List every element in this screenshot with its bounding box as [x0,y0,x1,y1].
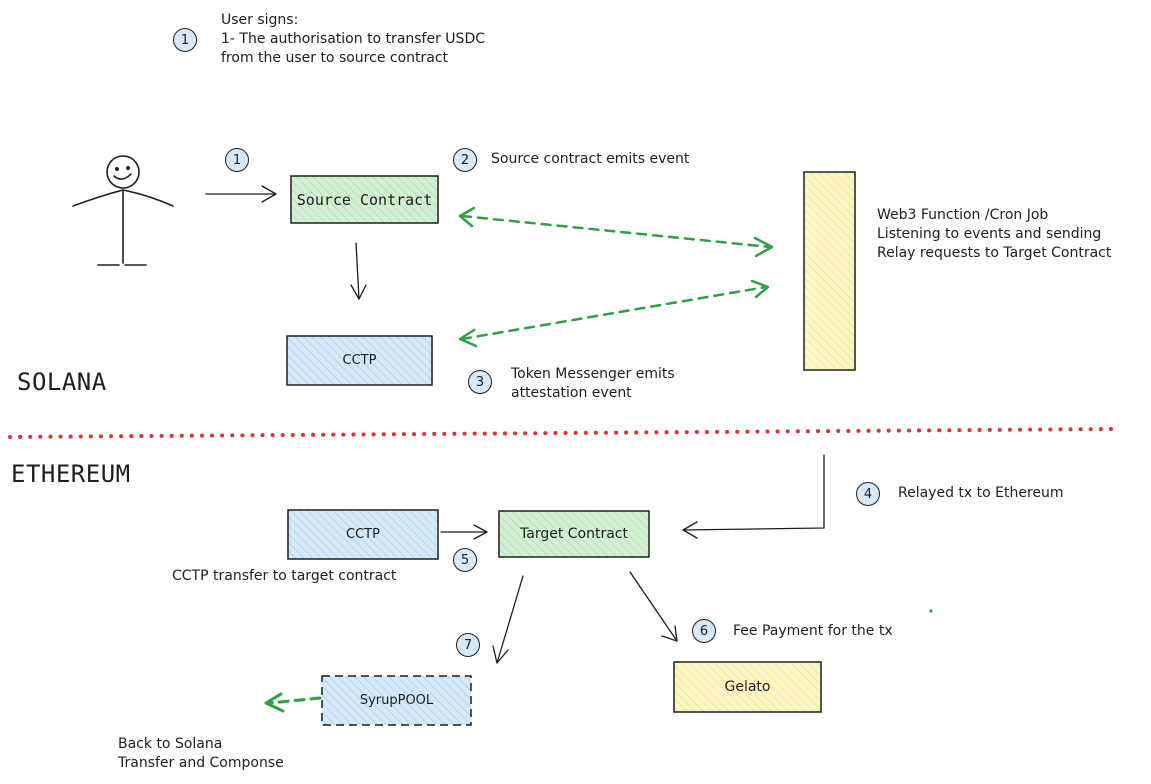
step-badge-2: 2 [453,148,477,172]
arrow-relayed-to-target [682,454,825,539]
note-token-messenger: Token Messenger emits attestation event [511,365,675,403]
note-web3-line-3: Relay requests to Target Contract [877,245,1112,261]
gelato-box: Gelato [724,679,771,695]
step-badge-3: 3 [468,370,492,394]
note-user-signs: User signs: 1- The authorisation to tran… [221,11,485,68]
cctp-solana-shape [286,335,433,386]
step-badge-1-top: 1 [173,28,197,52]
note-web3-function: Web3 Function /Cron Job Listening to eve… [877,206,1111,263]
step-badge-7: 7 [456,633,480,657]
note-back-to-solana: Back to Solana Transfer and Componse [118,735,284,773]
note-web3-line-1: Web3 Function /Cron Job [877,207,1049,223]
note-user-signs-line-3: from the user to source contract [221,50,449,66]
target-contract-box: Target Contract [520,526,628,542]
ethereum-region-label: ETHEREUM [11,460,131,488]
note-token-messenger-line-1: Token Messenger emits [511,366,675,382]
step-badge-5: 5 [453,548,477,572]
web3-function-shape [803,171,856,371]
note-relayed-tx: Relayed tx to Ethereum [898,485,1064,501]
source-contract-shape [290,175,439,224]
arrow-target-to-syrup [492,575,524,664]
note-token-messenger-line-2: attestation event [511,385,632,401]
note-source-emits: Source contract emits event [491,151,690,167]
arrow-target-to-gelato [629,571,678,642]
user-figure-icon [72,155,174,266]
note-user-signs-line-2: 1- The authorisation to transfer USDC [221,31,485,47]
arrow-user-to-source [205,185,277,203]
step-badge-6: 6 [692,619,716,643]
cctp-ethereum-shape [287,509,439,560]
source-contract-box: Source Contract [296,190,433,209]
arrow-cctp-to-target [440,524,488,540]
dashed-arrow-cctp-web3 [458,279,770,348]
note-back-line-1: Back to Solana [118,736,223,752]
dashed-arrow-back-to-solana [264,692,322,713]
syrup-pool-box: SyrupPOOL [359,693,434,708]
syrup-pool-shape [321,675,472,726]
step-badge-1: 1 [225,148,249,172]
note-cctp-transfer: CCTP transfer to target contract [172,568,397,584]
dashed-arrow-source-web3 [458,206,774,258]
step-badge-4: 4 [856,482,880,506]
cctp-ethereum-box: CCTP [346,527,380,542]
chain-divider [8,427,1120,439]
gelato-shape [673,661,822,713]
target-contract-shape [498,510,650,558]
stray-dot [929,609,933,613]
note-web3-line-2: Listening to events and sending [877,226,1102,242]
solana-region-label: SOLANA [17,368,107,396]
note-back-line-2: Transfer and Componse [118,755,284,771]
cctp-solana-box: CCTP [342,353,377,368]
note-fee-payment: Fee Payment for the tx [733,623,893,639]
note-user-signs-line-1: User signs: [221,12,299,28]
arrow-source-to-cctp [350,242,367,300]
